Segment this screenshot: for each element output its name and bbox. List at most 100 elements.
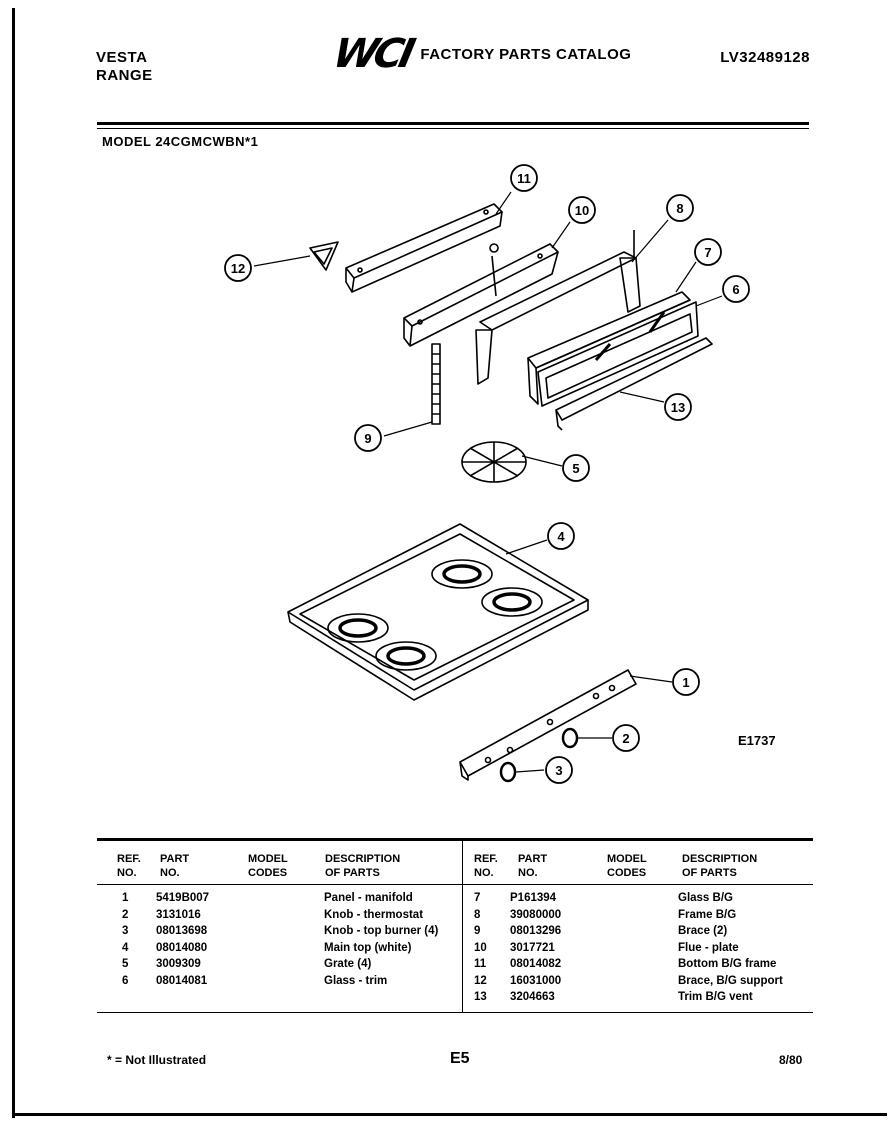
table-row: 5419B007: [156, 892, 210, 904]
product-type: RANGE: [96, 67, 153, 84]
table-row: 10: [474, 941, 487, 954]
brand-block: VESTA RANGE: [96, 49, 153, 85]
callout-4-label: 4: [557, 529, 565, 544]
callout-3-label: 3: [555, 763, 562, 778]
table-row: 3009309: [156, 958, 201, 970]
table-row: Grate (4): [324, 958, 372, 970]
table-row: 12: [474, 974, 487, 987]
table-row: Flue - plate: [678, 941, 739, 954]
table-rule-top: [97, 838, 813, 841]
table-row: 7: [474, 892, 481, 904]
header-rule-thin: [97, 128, 809, 129]
right-col-desc: Glass B/G Frame B/G Brace (2) Flue - pla…: [678, 890, 783, 1006]
model-number: MODEL 24CGMCWBN*1: [102, 134, 259, 149]
table-rule-header: [97, 884, 813, 885]
callout-4: 4: [547, 522, 575, 550]
callout-11: 11: [510, 164, 538, 192]
part-5-grate: [461, 441, 527, 483]
table-row: 6: [122, 974, 129, 987]
page-frame-left: [12, 8, 15, 1118]
callout-2: 2: [612, 724, 640, 752]
part-11-bottom-frame: [345, 203, 503, 293]
page-frame-bottom: [12, 1113, 887, 1116]
table-rule-bottom: [97, 1012, 813, 1013]
callout-5: 5: [562, 454, 590, 482]
callout-10-label: 10: [575, 203, 589, 218]
table-row: 13: [474, 991, 487, 1003]
callout-2-label: 2: [622, 731, 629, 746]
table-row: Brace (2): [678, 925, 728, 937]
leader-lines: [253, 191, 723, 773]
callout-9: 9: [354, 424, 382, 452]
exploded-parts-diagram: 11 10 8 7 6 12 13 9: [224, 164, 750, 784]
table-row: Frame B/G: [678, 908, 737, 921]
table-row: 08013296: [510, 925, 562, 937]
left-col-desc: Panel - manifold Knob - thermostat Knob …: [324, 890, 438, 989]
table-row: 9: [474, 925, 481, 937]
table-row: 3131016: [156, 908, 201, 921]
part-12-brace: [309, 241, 339, 271]
part-13-trim-vent: [555, 337, 713, 431]
left-col-ref: 1 2 3 4 5 6: [122, 890, 128, 989]
table-row: 16031000: [510, 974, 562, 987]
callout-10: 10: [568, 196, 596, 224]
table-row: 11: [474, 958, 487, 970]
table-row: Brace, B/G support: [678, 974, 783, 987]
left-col-part: 5419B007 3131016 08013698 08014080 30093…: [156, 890, 209, 989]
th-ref-right: REF.NO.: [474, 853, 498, 879]
table-row: 08014080: [156, 941, 208, 954]
table-row: 3017721: [510, 941, 555, 954]
callout-1: 1: [672, 668, 700, 696]
table-row: 5: [122, 958, 129, 970]
callout-6: 6: [722, 275, 750, 303]
table-row: 39080000: [510, 908, 562, 921]
callout-12-label: 12: [231, 261, 245, 276]
table-row: Glass B/G: [678, 892, 733, 904]
figure-code: E1737: [738, 733, 776, 748]
table-row: 8: [474, 908, 481, 921]
callout-13: 13: [664, 393, 692, 421]
table-row: Trim B/G vent: [678, 991, 753, 1003]
header-rule-thick: [97, 122, 809, 125]
brand-name: VESTA: [96, 49, 148, 66]
part-2-thermostat-knob: [561, 727, 579, 749]
table-row: Panel - manifold: [324, 892, 413, 904]
callout-9-label: 9: [364, 431, 371, 446]
catalog-title: FACTORY PARTS CATALOG: [420, 45, 632, 63]
right-col-ref: 7 8 9 10 11 12 13: [474, 890, 487, 1006]
callout-6-label: 6: [732, 282, 739, 297]
callout-1-label: 1: [682, 675, 689, 690]
table-row: 3: [122, 925, 129, 937]
table-column-divider: [462, 838, 463, 1013]
part-1-manifold-panel: [459, 669, 637, 781]
table-row: 1: [122, 892, 129, 904]
th-ref-left: REF.NO.: [117, 853, 141, 879]
table-row: 08014081: [156, 974, 208, 987]
table-row: 2: [122, 908, 129, 921]
table-row: 08013698: [156, 925, 208, 937]
callout-3: 3: [545, 756, 573, 784]
callout-7-label: 7: [704, 245, 711, 260]
part-3-burner-knob: [499, 761, 517, 783]
part-10-flue-plate: [403, 243, 559, 347]
callout-7: 7: [694, 238, 722, 266]
part-6-glass-trim: [537, 301, 699, 407]
callout-8-label: 8: [676, 201, 683, 216]
table-row: Bottom B/G frame: [678, 958, 777, 970]
catalog-header: WCI FACTORY PARTS CATALOG: [329, 31, 632, 77]
table-row: P161394: [510, 892, 557, 904]
part-7-glass: [527, 291, 691, 405]
table-row: Glass - trim: [324, 974, 388, 987]
table-row: Knob - thermostat: [324, 908, 424, 921]
table-row: Main top (white): [324, 941, 412, 954]
catalog-code: LV32489128: [720, 49, 810, 66]
part-4-main-top: [287, 523, 589, 701]
catalog-date: 8/80: [779, 1053, 803, 1067]
page-number: E5: [450, 1050, 470, 1067]
not-illustrated-note: * = Not Illustrated: [107, 1053, 207, 1067]
